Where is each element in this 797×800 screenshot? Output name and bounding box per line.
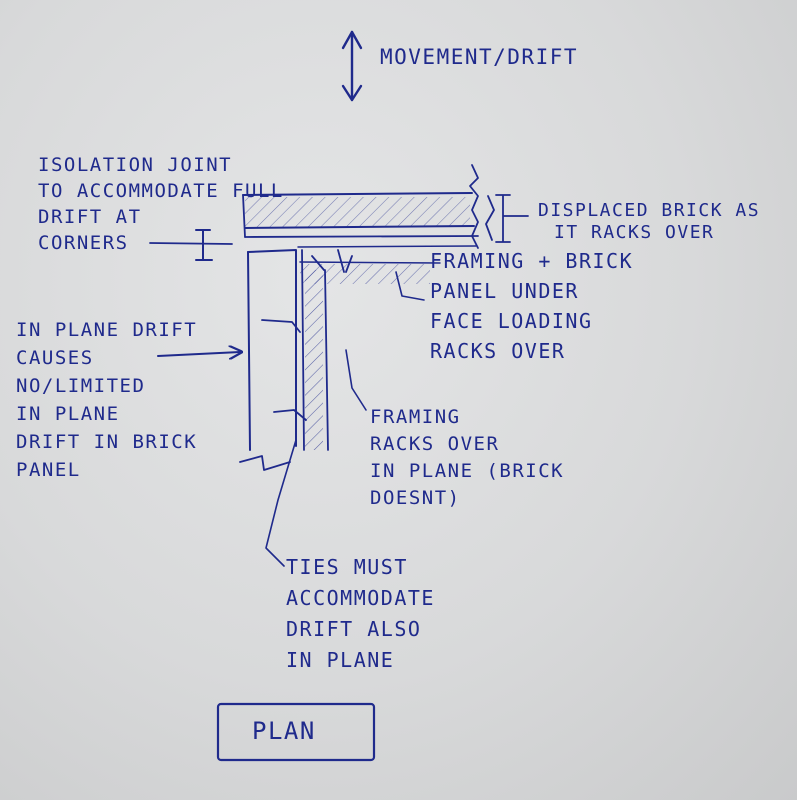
in-plane-drift-arrow-icon xyxy=(157,352,240,356)
framing-racks-note: FRAMING RACKS OVER IN PLANE (BRICK DOESN… xyxy=(370,406,565,509)
isolation-joint-note: ISOLATION JOINT TO ACCOMMODATE FULL DRIF… xyxy=(38,154,284,254)
framing-brick-panel-note: FRAMING + BRICK PANEL UNDER FACE LOADING… xyxy=(430,249,634,363)
movement-drift-label: MOVEMENT/DRIFT xyxy=(380,45,579,69)
in-plane-drift-note: IN PLANE DRIFT CAUSES NO/LIMITED IN PLAN… xyxy=(16,319,198,481)
ties-leader xyxy=(265,439,297,567)
plan-title-box xyxy=(216,702,376,762)
isolation-joint-leader xyxy=(149,229,233,261)
displaced-brick-note: DISPLACED BRICK AS IT RACKS OVER xyxy=(538,200,761,243)
ties-note: TIES MUST ACCOMMODATE DRIFT ALSO IN PLAN… xyxy=(286,555,435,672)
movement-arrow-icon xyxy=(341,30,363,102)
left-wall-assembly xyxy=(239,249,329,471)
plan-label: PLAN xyxy=(252,717,316,745)
framing-racks-leader xyxy=(345,349,367,411)
framing-brick-leader xyxy=(395,271,425,301)
